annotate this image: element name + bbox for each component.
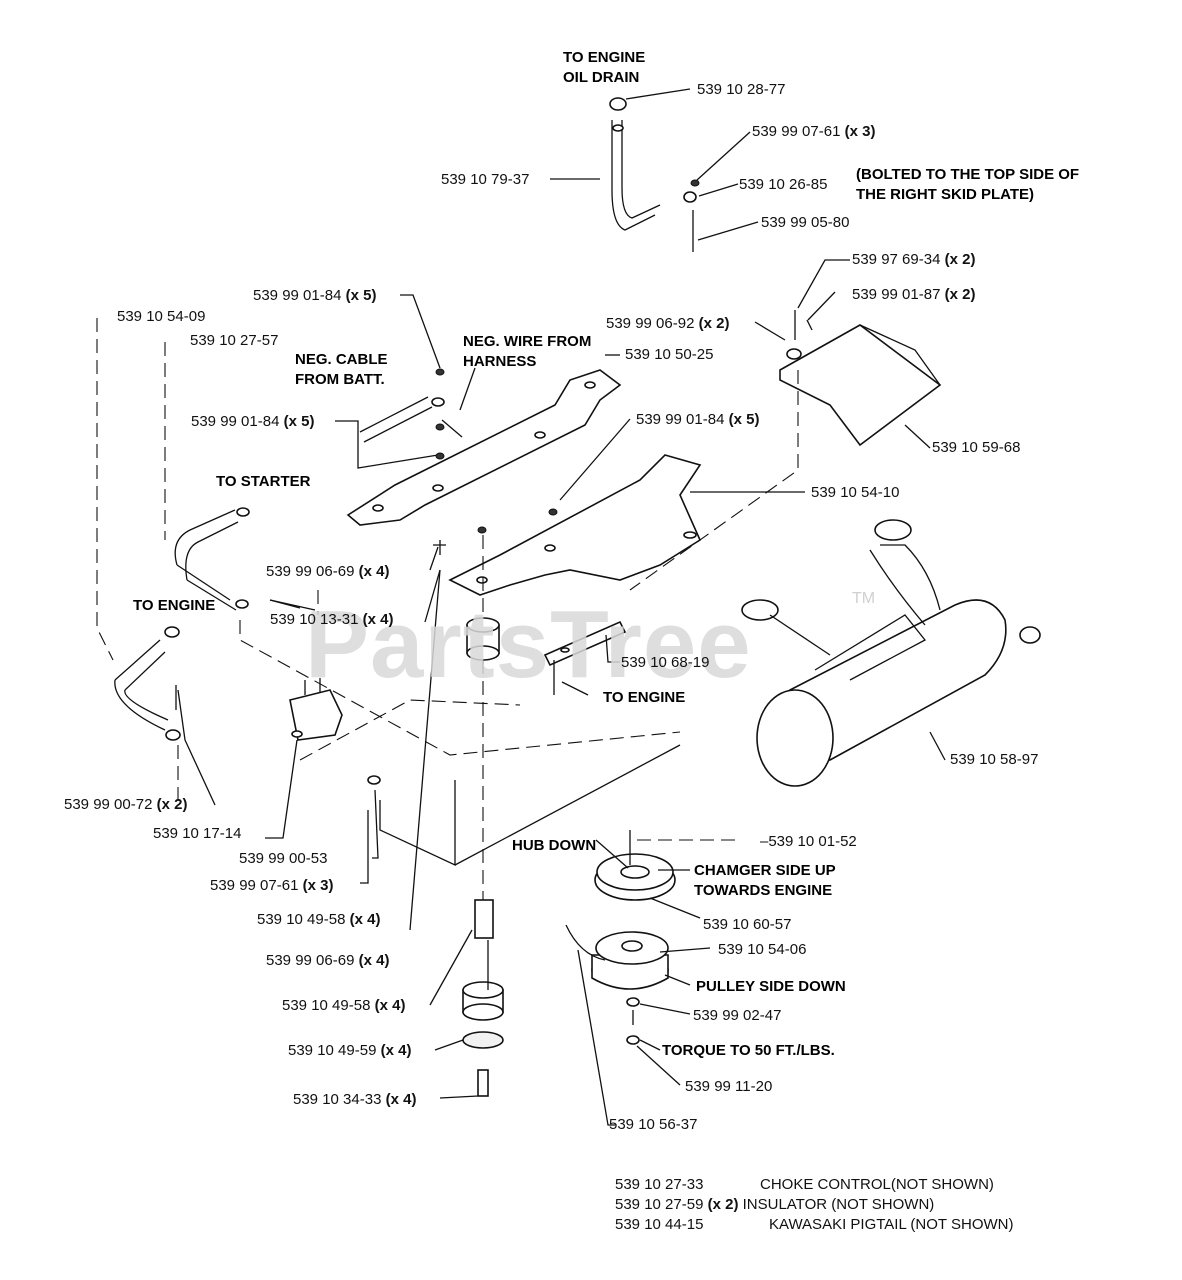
part-label: 539 10 28-77 — [697, 81, 786, 98]
note-torque: TORQUE TO 50 FT./LBS. — [662, 1042, 835, 1059]
part-label: 539 99 05-80 — [761, 214, 850, 231]
muffler — [741, 519, 1041, 787]
part-label: 539 10 13-31 (x 4) — [270, 611, 394, 628]
part-label: 539 10 49-58 (x 4) — [257, 911, 381, 928]
frame-spacer — [466, 526, 500, 661]
note-hub-down: HUB DOWN — [512, 837, 597, 854]
negative-strap-bracket — [346, 369, 622, 526]
part-label: 539 99 07-61 (x 3) — [210, 877, 334, 894]
battery-cables — [114, 396, 463, 741]
part-label: 539 10 60-57 — [703, 916, 792, 933]
mount-stack — [462, 899, 504, 1097]
part-label: 539 10 50-25 — [625, 346, 714, 363]
note-chamger: CHAMGER SIDE UP TOWARDS ENGINE — [694, 862, 836, 899]
part-label: 539 10 49-58 (x 4) — [282, 997, 406, 1014]
skid-plate-right — [779, 310, 942, 447]
part-label: 539 99 02-47 — [693, 1007, 782, 1024]
note-to-engine-left: TO ENGINE — [133, 597, 216, 614]
part-label: 539 10 26-85 — [739, 176, 828, 193]
note-neg-cable: NEG. CABLE FROM BATT. — [295, 351, 388, 388]
part-label: 539 99 00-72 (x 2) — [64, 796, 188, 813]
part-label: 539 10 56-37 — [609, 1116, 698, 1133]
part-label: 539 99 01-84 (x 5) — [253, 287, 377, 304]
note-neg-wire: NEG. WIRE FROM HARNESS — [463, 333, 592, 370]
part-label: 539 99 01-84 (x 5) — [191, 413, 315, 430]
part-label: 539 10 79-37 — [441, 171, 530, 188]
note-pulley-down: PULLEY SIDE DOWN — [696, 978, 846, 995]
part-label: 539 10 54-09 — [117, 308, 206, 325]
part-label: 539 99 06-92 (x 2) — [606, 315, 730, 332]
part-label: 539 99 07-61 (x 3) — [752, 123, 876, 140]
note-bolted: (BOLTED TO THE TOP SIDE OF THE RIGHT SKI… — [856, 166, 1080, 203]
note-to-engine-mid: TO ENGINE — [603, 689, 686, 706]
watermark-trademark: TM — [852, 590, 876, 607]
part-label: 539 10 49-59 (x 4) — [288, 1042, 412, 1059]
oil-drain-hose — [609, 97, 700, 252]
note-oil-drain: TO ENGINE OIL DRAIN — [563, 49, 646, 86]
note-to-starter: TO STARTER — [216, 473, 311, 490]
part-label: –539 10 01-52 — [760, 833, 857, 850]
starter-solenoid — [175, 678, 343, 741]
part-label: 539 10 27-57 — [190, 332, 279, 349]
part-label: 539 97 69-34 (x 2) — [852, 251, 976, 268]
part-label: 539 99 00-53 — [239, 850, 328, 867]
part-label: 539 10 59-68 — [932, 439, 1021, 456]
clutch-pulley — [565, 830, 676, 1045]
watermark: PartsTree — [305, 591, 752, 698]
part-label: 539 10 58-97 — [950, 751, 1039, 768]
part-label: 539 99 06-69 (x 4) — [266, 563, 390, 580]
part-label: 539 99 01-84 (x 5) — [636, 411, 760, 428]
part-label: 539 10 54-10 — [811, 484, 900, 501]
not-shown-item: 539 10 27-59 (x 2) INSULATOR (NOT SHOWN) — [615, 1196, 935, 1213]
engine-bracket-plate — [543, 620, 627, 667]
part-label: 539 99 11-20 — [685, 1078, 773, 1095]
part-label: 539 10 68-19 — [621, 654, 710, 671]
part-label: 539 99 01-87 (x 2) — [852, 286, 976, 303]
part-label: 539 10 34-33 (x 4) — [293, 1091, 417, 1108]
part-label: 539 10 54-06 — [718, 941, 807, 958]
part-label: 539 10 17-14 — [153, 825, 242, 842]
part-label: 539 99 06-69 (x 4) — [266, 952, 390, 969]
frame-crossmember — [448, 454, 702, 596]
